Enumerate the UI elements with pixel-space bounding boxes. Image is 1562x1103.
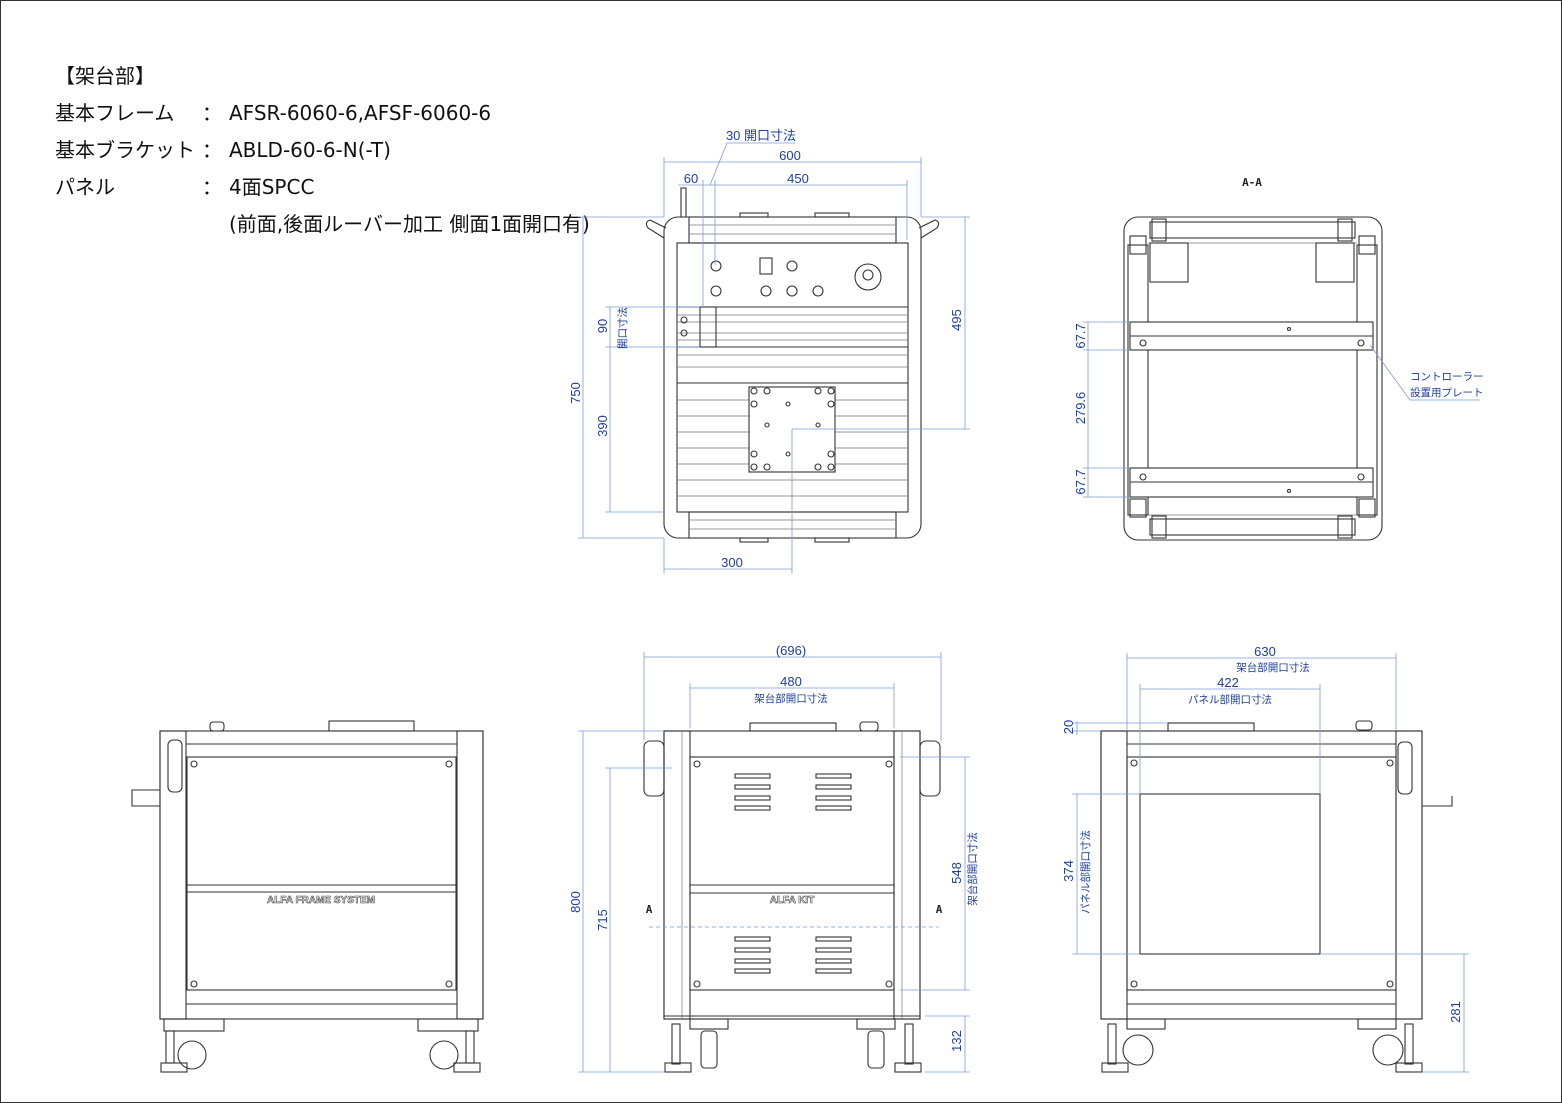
dim-label: 715 [595,909,610,931]
spec-sep: ： [202,138,222,162]
button-icon [760,285,772,297]
top-view-frame [663,216,922,539]
dim-label: 495 [949,309,964,331]
dim-label: 67.7 [1073,323,1088,348]
spec-key: 基本ブラケット [55,138,195,162]
handle-left [645,219,667,239]
dim-note: 架台部開口寸法 [754,692,828,705]
casters [160,1018,481,1073]
handle [167,739,183,793]
button-icon [786,285,798,297]
lever [1422,796,1453,807]
dim-label: 300 [721,555,743,570]
alfa-frame-system-logo: ALFA FRAME SYSTEM [267,895,375,906]
dim-note: パネル部開口寸法 [1079,830,1092,914]
handle [1397,741,1413,795]
front-panel [689,756,895,991]
selector-switch-icon [710,260,722,272]
handle-left [643,740,665,797]
dim-label: 600 [779,148,801,163]
callout-label: 設置用プレート [1410,386,1484,399]
front-view: ALFA KIT A A (696) 480 架台部開口寸法 800 715 5… [568,643,979,1073]
rear-view: ALFA FRAME SYSTEM [131,720,484,1073]
bottom-rail [688,511,897,539]
rear-frame [159,730,484,1020]
dim-label: 132 [949,1030,964,1052]
dim-note: 開口寸法 [616,307,629,349]
casters [1101,1018,1423,1073]
side-panel [1126,756,1397,991]
spec-value: AFSR-6060-6,AFSF-6060-6 [229,101,492,125]
dim-note: パネル部開口寸法 [1188,693,1272,706]
dim-label: 450 [787,171,809,186]
dim-label: 630 [1254,644,1276,659]
spec-sep: ： [202,175,222,199]
selector-switch-icon [786,260,798,272]
lever [131,789,160,807]
dim-label: 480 [780,674,802,689]
top-view-dimensions [578,142,970,574]
rear-panel [186,756,457,991]
control-panel [710,257,882,297]
button-icon [710,285,722,297]
dim-label: 390 [595,415,610,437]
top-rail [688,216,897,244]
dim-label: 67.7 [1073,469,1088,494]
button-icon [812,285,824,297]
handle-right [919,740,941,797]
dim-label: 548 [949,862,964,884]
side-view: 630 架台部開口寸法 422 パネル部開口寸法 20 374 パネル部開口寸法… [1061,644,1469,1073]
lever [680,187,687,218]
spec-value: (前面,後面ルーバー加工 側面1面開口有) [229,212,590,236]
dim-label: 800 [568,891,583,913]
panel-opening [1139,793,1321,955]
dim-label: 281 [1448,1001,1463,1023]
spec-block: 【架台部】 基本フレーム ： AFSR-6060-6,AFSF-6060-6 基本ブ… [55,58,590,243]
dim-label: 30 開口寸法 [726,128,796,143]
section-mark: A [936,903,943,916]
alfa-kit-logo: ALFA KIT [770,895,815,906]
section-title: A-A [1242,176,1262,189]
section-view-a-a: A-A 67.7 279.6 67.7 コントローラー 設置用プレート [1073,176,1484,541]
spec-heading: 【架台部】 [55,64,155,88]
louvers [677,306,908,497]
handle-right [918,219,940,239]
dim-label: 422 [1217,675,1239,690]
dim-label: 279.6 [1073,392,1088,425]
spec-key: 基本フレーム [55,101,175,125]
dim-label: 750 [568,382,583,404]
dim-label: (696) [776,643,806,658]
dim-label: 374 [1061,860,1076,882]
louver-slots [734,773,852,974]
spec-key: パネル [55,175,115,199]
spec-value: ABLD-60-6-N(-T) [229,138,391,162]
dim-note: 架台部開口寸法 [1236,661,1310,674]
dim-note: 架台部開口寸法 [966,832,979,906]
spec-sep: ： [202,101,222,125]
emergency-stop-icon [854,263,882,291]
callout-label: コントローラー [1410,371,1484,383]
section-frame [1123,216,1383,541]
dim-label: 60 [684,171,698,186]
spec-rows: 基本フレーム ： AFSR-6060-6,AFSF-6060-6 基本ブラケット ： A… [55,95,590,243]
top-view: 30 開口寸法 600 60 450 495 750 90 開口寸法 390 3… [568,128,970,574]
casters [664,1018,922,1073]
side-frame [1100,730,1423,1020]
front-frame [663,730,921,1020]
section-mark: A [646,903,653,916]
counter-display-icon [759,257,773,275]
dim-label: 90 [595,319,610,333]
spec-value: 4面SPCC [229,175,315,199]
dim-label: 20 [1061,720,1076,734]
